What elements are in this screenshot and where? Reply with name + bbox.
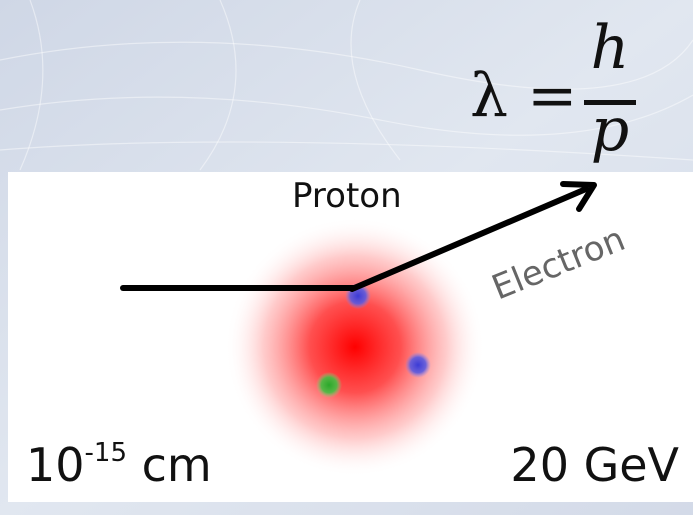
quark-blue-right <box>405 352 431 378</box>
formula-numerator: h <box>580 18 640 78</box>
energy-label: 20 GeV <box>510 442 679 488</box>
formula-denominator: p <box>580 100 640 160</box>
proton-glow <box>225 217 485 477</box>
electron-label: Electron <box>486 219 630 308</box>
length-exponent: -15 <box>85 438 127 468</box>
formula-lhs: λ = <box>470 66 577 126</box>
formula-fraction: h p <box>580 18 640 168</box>
length-unit: cm <box>127 438 212 492</box>
length-base: 10 <box>26 438 85 492</box>
length-scale-label: 10-15 cm <box>26 442 212 488</box>
de-broglie-formula: λ = h p <box>470 18 670 168</box>
quark-green <box>316 372 342 398</box>
proton-label: Proton <box>292 176 402 216</box>
